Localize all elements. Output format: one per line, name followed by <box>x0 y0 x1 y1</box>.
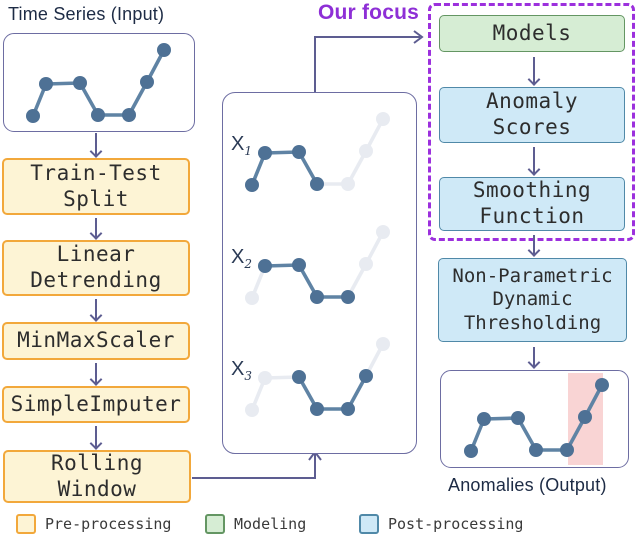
thresholding-box: Non-Parametric Dynamic Thresholding <box>438 258 627 342</box>
arrow-down-icon <box>95 218 97 238</box>
window-2-series-chart <box>245 225 390 305</box>
legend-item-postprocessing: Post-processing <box>359 514 523 534</box>
window-label-text: X <box>231 358 245 380</box>
legend-item-modeling: Modeling <box>205 514 306 534</box>
window-label-x2: X2 <box>231 246 252 271</box>
step-simpleimputer: SimpleImputer <box>2 386 190 423</box>
arrow-elbow-right-icon <box>314 30 424 93</box>
legend-label: Modeling <box>234 515 307 533</box>
legend-label: Post-processing <box>388 515 524 533</box>
window-label-subscript: 2 <box>244 257 252 271</box>
input-title: Time Series (Input) <box>8 4 165 24</box>
window-1-series-chart <box>245 112 390 192</box>
step-linear-detrending: Linear Detrending <box>2 240 190 296</box>
arrow-down-icon <box>533 347 535 367</box>
output-series-chart <box>464 378 609 458</box>
anomaly-scores-box: Anomaly Scores <box>439 87 625 143</box>
window-label-text: X <box>231 246 245 268</box>
legend-label: Pre-processing <box>45 515 172 533</box>
arrow-down-icon <box>533 235 535 255</box>
our-focus-label: Our focus <box>318 1 419 24</box>
smoothing-function-box: Smoothing Function <box>439 177 625 231</box>
window-label-x3: X3 <box>231 358 252 383</box>
arrow-down-icon <box>95 299 97 320</box>
models-box: Models <box>439 15 625 52</box>
window-3-series-chart <box>245 337 390 417</box>
step-minmaxscaler: MinMaxScaler <box>2 322 190 360</box>
output-series-frame <box>440 370 629 468</box>
step-rolling-window: Rolling Window <box>3 450 191 503</box>
arrow-down-icon <box>95 363 97 384</box>
our-focus-dashed-box <box>428 3 635 241</box>
window-label-subscript: 1 <box>244 144 252 158</box>
modeling-swatch-icon <box>205 514 225 534</box>
window-label-x1: X1 <box>231 133 252 158</box>
window-label-text: X <box>231 133 245 155</box>
rolling-windows-panel: X1 X2 X3 <box>222 92 417 454</box>
input-series-chart <box>26 43 171 123</box>
preprocessing-swatch-icon <box>16 514 36 534</box>
step-train-test-split: Train-Test Split <box>2 158 190 215</box>
arrow-down-icon <box>533 147 535 174</box>
legend-item-preprocessing: Pre-processing <box>16 514 171 534</box>
window-label-subscript: 3 <box>244 369 252 383</box>
output-title: Anomalies (Output) <box>448 475 607 495</box>
arrow-down-icon <box>533 57 535 84</box>
postprocessing-swatch-icon <box>359 514 379 534</box>
arrow-down-icon <box>95 133 97 156</box>
input-series-frame <box>3 33 195 132</box>
arrow-down-icon <box>95 426 97 448</box>
